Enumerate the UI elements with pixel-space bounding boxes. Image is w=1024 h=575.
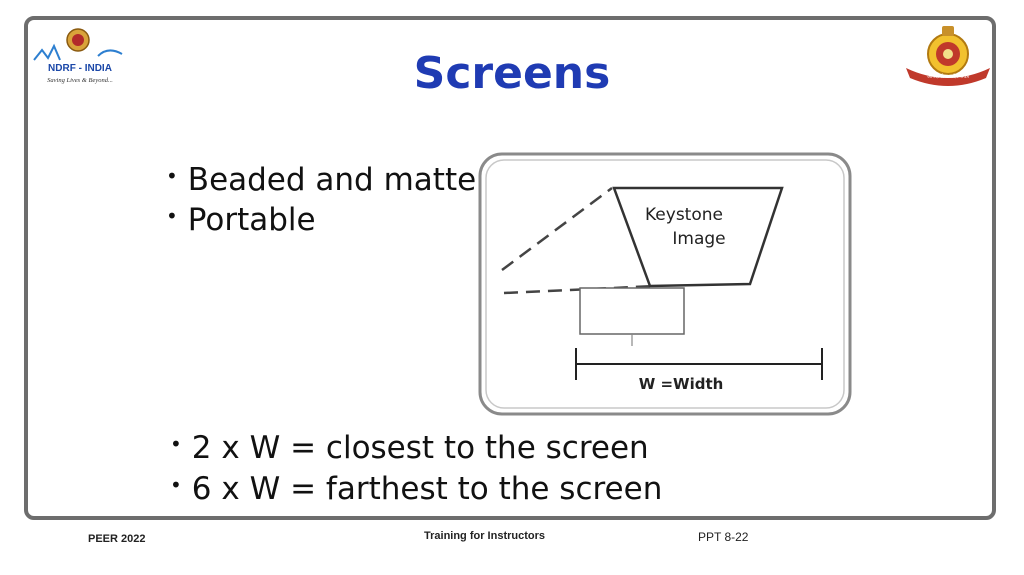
projection-line-top <box>501 186 613 272</box>
list-item: • 2 x W = closest to the screen <box>170 428 662 469</box>
bullet-icon: • <box>170 473 182 497</box>
footer-left: PEER 2022 <box>88 533 146 545</box>
ndrf-tagline: Saving Lives & Beyond... <box>47 77 113 84</box>
screen-box <box>579 287 685 335</box>
bullet-text: 6 x W = farthest to the screen <box>191 471 663 507</box>
bullet-text: Beaded and matte <box>187 162 477 198</box>
bullet-icon: • <box>170 432 182 456</box>
emblem-logo: आपदा सेवा सदैव सर्वत्र <box>906 26 990 86</box>
keystone-diagram: Keystone Image W =Width <box>478 152 852 416</box>
list-item: • 6 x W = farthest to the screen <box>170 469 662 510</box>
footer-page-number: PPT 8-22 <box>698 530 749 544</box>
keystone-label-1: Keystone <box>645 205 723 225</box>
ndrf-logo-text: NDRF - INDIA <box>48 63 112 74</box>
bullet-icon: • <box>166 164 178 188</box>
list-item: • Portable <box>166 200 476 240</box>
keystone-trapezoid <box>612 186 784 288</box>
keystone-label-2: Image <box>672 229 725 249</box>
bullet-icon: • <box>166 204 178 228</box>
slide-title: Screens <box>413 48 611 99</box>
top-bullet-list: • Beaded and matte • Portable <box>166 160 476 240</box>
bullet-text: 2 x W = closest to the screen <box>191 430 649 466</box>
footer-center: Training for Instructors <box>424 530 546 542</box>
ndrf-logo: NDRF - INDIA Saving Lives & Beyond... <box>33 28 126 84</box>
bullet-text: Portable <box>187 202 316 238</box>
width-label: W =Width <box>639 375 724 393</box>
emblem-banner-text: आपदा सेवा सदैव सर्वत्र <box>927 73 969 80</box>
list-item: • Beaded and matte <box>166 160 476 200</box>
bottom-bullet-list: • 2 x W = closest to the screen • 6 x W = … <box>170 428 662 510</box>
